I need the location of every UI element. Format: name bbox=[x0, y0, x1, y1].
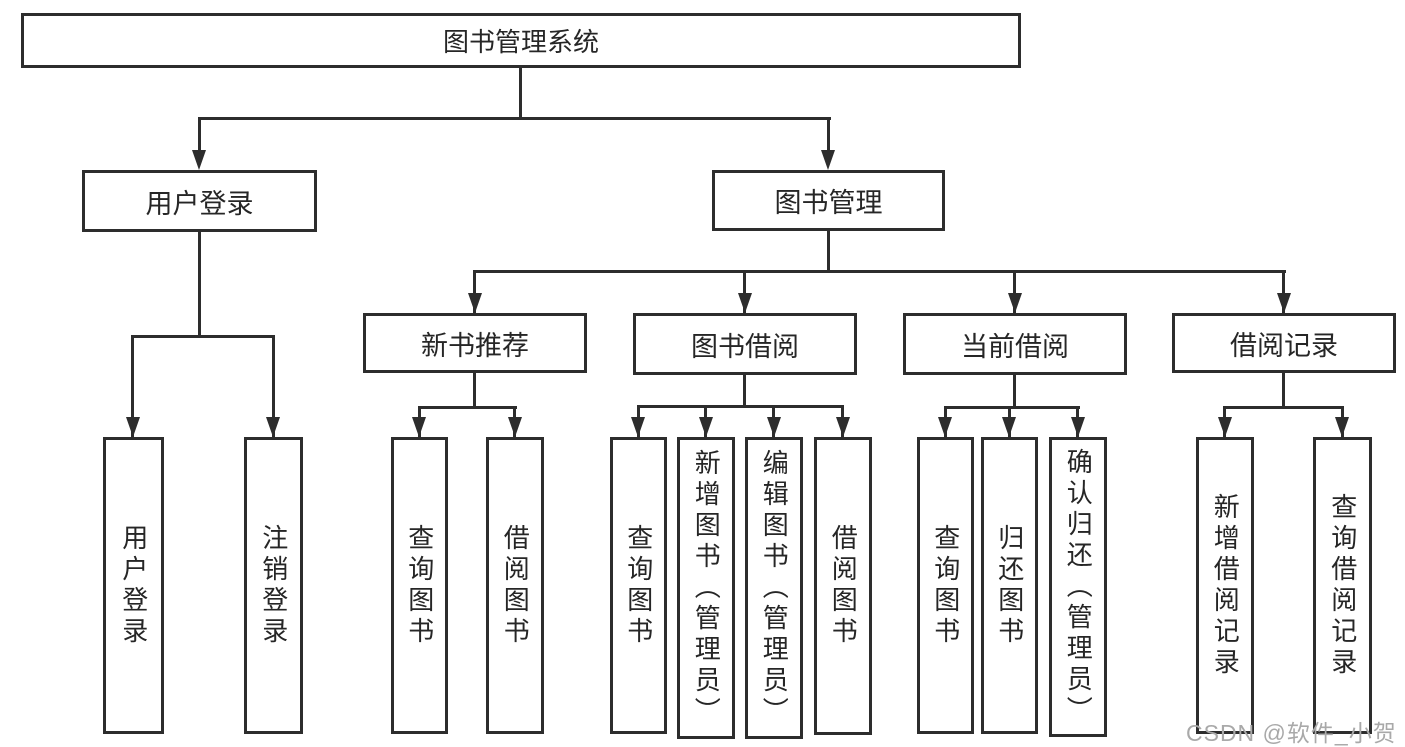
connector-line bbox=[473, 373, 476, 409]
arrowhead-icon bbox=[1277, 293, 1291, 313]
connector-line bbox=[198, 117, 831, 120]
leaf-query-books-recommend: 查询图书 bbox=[391, 437, 448, 734]
connector-line bbox=[1282, 270, 1285, 313]
leaf-query-borrow-record: 查询借阅记录 bbox=[1313, 437, 1372, 734]
csdn-watermark: CSDN @软件_小贺同学 bbox=[1186, 720, 1397, 746]
arrowhead-icon bbox=[192, 150, 206, 170]
node-book-borrowing: 图书借阅 bbox=[633, 313, 857, 375]
arrowhead-icon bbox=[1335, 417, 1349, 437]
connector-line bbox=[1223, 406, 1344, 409]
leaf-borrow-books-borrowing: 借阅图书 bbox=[814, 437, 872, 735]
arrowhead-icon bbox=[1071, 417, 1085, 437]
leaf-return-books: 归还图书 bbox=[981, 437, 1038, 734]
connector-line bbox=[743, 375, 746, 408]
leaf-user-login: 用户登录 bbox=[103, 437, 164, 734]
arrowhead-icon bbox=[412, 417, 426, 437]
connector-line bbox=[1282, 373, 1285, 408]
arrowhead-icon bbox=[468, 293, 482, 313]
arrowhead-icon bbox=[1218, 417, 1232, 437]
leaf-add-book-admin: 新增图书（管理员） bbox=[677, 437, 735, 739]
connector-line bbox=[272, 335, 275, 437]
arrowhead-icon bbox=[699, 417, 713, 437]
arrowhead-icon bbox=[738, 293, 752, 313]
connector-line bbox=[473, 270, 1286, 273]
arrowhead-icon bbox=[836, 417, 850, 437]
arrowhead-icon bbox=[767, 417, 781, 437]
arrowhead-icon bbox=[126, 417, 140, 437]
arrowhead-icon bbox=[1008, 293, 1022, 313]
leaf-confirm-return-admin: 确认归还（管理员） bbox=[1049, 437, 1107, 737]
connector-line bbox=[743, 270, 746, 313]
leaf-borrow-books-recommend: 借阅图书 bbox=[486, 437, 544, 734]
connector-line bbox=[418, 406, 517, 409]
connector-line bbox=[1013, 375, 1016, 408]
node-user-login: 用户登录 bbox=[82, 170, 317, 232]
connector-line bbox=[131, 335, 134, 437]
connector-line bbox=[827, 117, 830, 152]
arrowhead-icon bbox=[631, 417, 645, 437]
leaf-query-books-current: 查询图书 bbox=[917, 437, 974, 734]
connector-line bbox=[131, 335, 275, 338]
node-borrowing-records: 借阅记录 bbox=[1172, 313, 1396, 373]
leaf-query-books-borrowing: 查询图书 bbox=[610, 437, 667, 734]
connector-line bbox=[637, 405, 844, 408]
arrowhead-icon bbox=[1002, 417, 1016, 437]
node-new-book-recommendation: 新书推荐 bbox=[363, 313, 587, 373]
connector-line bbox=[944, 406, 1080, 409]
arrowhead-icon bbox=[821, 150, 835, 170]
connector-line bbox=[519, 68, 522, 120]
arrowhead-icon bbox=[938, 417, 952, 437]
node-library-management-system: 图书管理系统 bbox=[21, 13, 1021, 68]
leaf-add-borrow-record: 新增借阅记录 bbox=[1196, 437, 1254, 734]
node-book-management: 图书管理 bbox=[712, 170, 945, 231]
connector-line bbox=[198, 117, 201, 152]
connector-line bbox=[473, 270, 476, 313]
leaf-edit-book-admin: 编辑图书（管理员） bbox=[745, 437, 803, 739]
connector-line bbox=[827, 231, 830, 273]
arrowhead-icon bbox=[266, 417, 280, 437]
arrowhead-icon bbox=[508, 417, 522, 437]
leaf-logout: 注销登录 bbox=[244, 437, 303, 734]
connector-line bbox=[198, 232, 201, 338]
node-current-borrowing: 当前借阅 bbox=[903, 313, 1127, 375]
connector-line bbox=[1013, 270, 1016, 313]
